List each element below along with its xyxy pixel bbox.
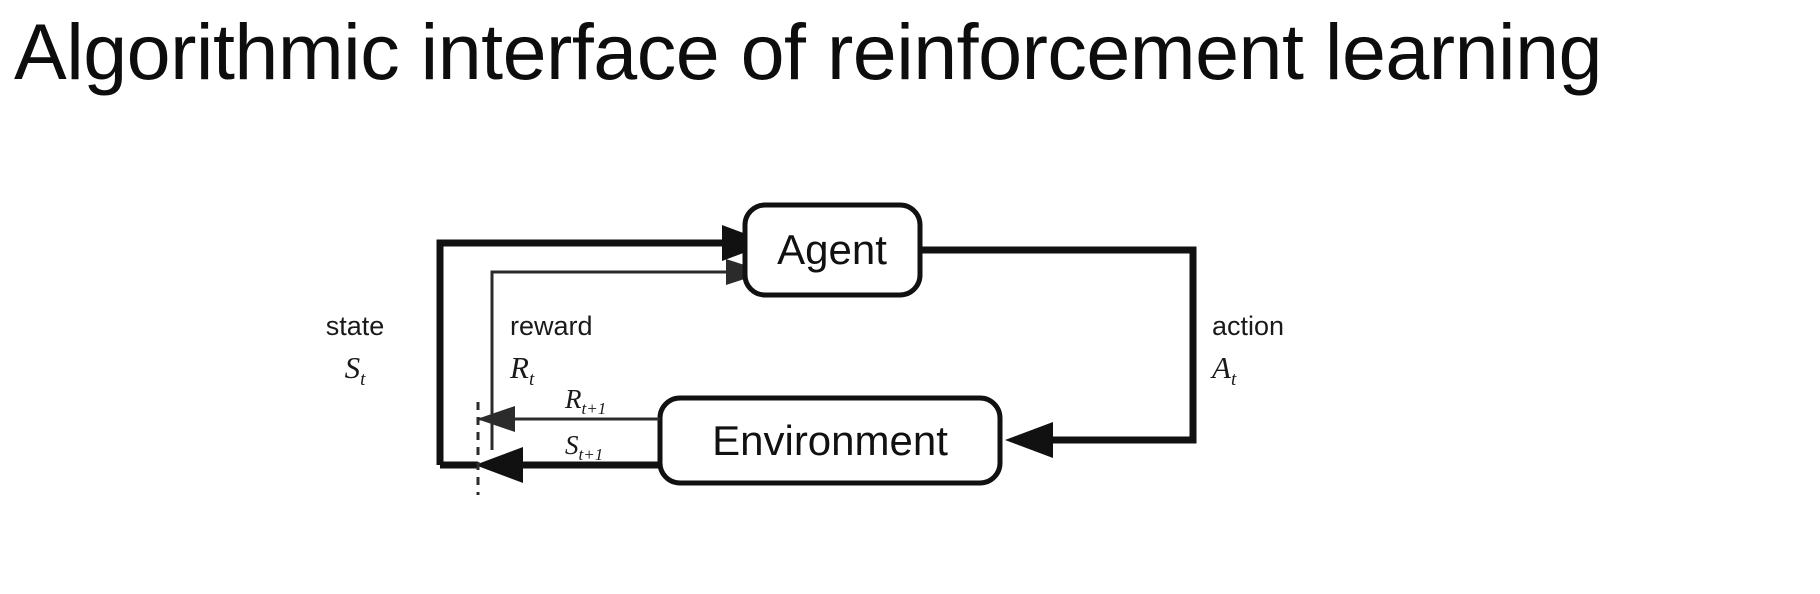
- state-signal-label: state St: [326, 311, 385, 390]
- next-state-arrowhead: [475, 447, 523, 483]
- action-subscript: t: [1231, 369, 1237, 390]
- agent-node[interactable]: Agent: [742, 202, 923, 298]
- next-state-symbol-label: St+1: [565, 430, 603, 464]
- reward-symbol: R: [509, 350, 529, 385]
- page-title: Algorithmic interface of reinforcement l…: [14, 7, 1602, 96]
- next-state-symbol: S: [565, 430, 579, 460]
- environment-node[interactable]: Environment: [657, 395, 1003, 486]
- next-reward-symbol: R: [564, 384, 582, 414]
- next-reward-signal-label: Rt+1: [564, 384, 606, 418]
- action-path: [920, 246, 1197, 458]
- state-subscript: t: [360, 369, 366, 390]
- rl-agent-environment-diagram: Agent Environment: [0, 120, 1820, 594]
- environment-label: Environment: [712, 417, 948, 464]
- next-reward-symbol-label: Rt+1: [564, 384, 606, 418]
- state-symbol-label: St: [345, 350, 367, 390]
- reward-subscript: t: [529, 369, 535, 390]
- next-state-subscript: t+1: [579, 445, 604, 464]
- next-state-signal-label: St+1: [565, 430, 603, 464]
- action-signal-label: action At: [1210, 311, 1284, 390]
- state-symbol: S: [345, 350, 361, 385]
- action-word-label: action: [1212, 311, 1284, 341]
- agent-label: Agent: [777, 226, 887, 273]
- next-reward-subscript: t+1: [582, 399, 607, 418]
- action-arrowhead-into-environment: [1005, 422, 1053, 458]
- reward-symbol-label: Rt: [509, 350, 535, 390]
- state-word-label: state: [326, 311, 385, 341]
- reward-signal-label: reward Rt: [509, 311, 593, 390]
- next-reward-path: [477, 406, 660, 432]
- environment-box[interactable]: [657, 395, 1003, 486]
- next-reward-arrowhead: [477, 406, 515, 432]
- action-symbol: A: [1210, 350, 1232, 385]
- reward-word-label: reward: [510, 311, 593, 341]
- action-symbol-label: At: [1210, 350, 1237, 390]
- next-state-path: [475, 447, 660, 483]
